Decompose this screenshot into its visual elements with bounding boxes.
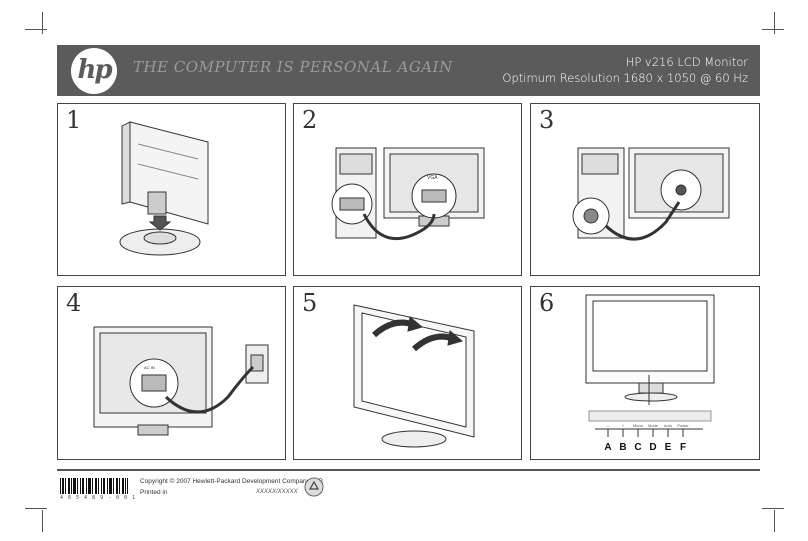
resolution-text: Optimum Resolution 1680 x 1050 @ 60 Hz (502, 71, 748, 85)
crop-mark (762, 508, 784, 509)
button-caption: Auto (664, 423, 673, 428)
crop-mark (762, 29, 784, 30)
printed-in-text: Printed in (140, 489, 168, 496)
crop-mark (42, 12, 43, 34)
title-block: HP v216 LCD Monitor Optimum Resolution 1… (502, 54, 748, 86)
vga-port-label: VGA (427, 175, 438, 181)
crop-mark (42, 510, 43, 532)
button-letter: A (604, 442, 611, 453)
product-title: HP v216 LCD Monitor (625, 55, 748, 69)
button-letter: B (619, 442, 626, 453)
step-number: 4 (66, 289, 82, 317)
copyright-text: Copyright © 2007 Hewlett-Packard Develop… (140, 478, 324, 485)
button-letter: F (680, 442, 686, 453)
button-letter: E (665, 442, 672, 453)
step-number: 5 (302, 289, 318, 317)
monitor-base-illustration (119, 121, 209, 256)
step-panel-4: 4 AC IN (57, 286, 286, 460)
step-panel-1: 1 (57, 103, 286, 276)
crop-mark (774, 510, 775, 532)
button-caption: Menu (633, 423, 643, 428)
hp-logo: hp (71, 48, 117, 94)
step-number: 6 (539, 289, 555, 317)
footer-divider (57, 469, 760, 471)
vga-cable-illustration: VGA (331, 147, 485, 241)
ac-in-label: AC IN (144, 365, 155, 370)
audio-cable-illustration (572, 147, 730, 241)
step-number: 2 (302, 106, 318, 134)
button-caption: — (606, 423, 610, 428)
button-caption: Power (677, 423, 689, 428)
step-panel-2: 2 VGA (293, 103, 522, 276)
printed-place-text: XXXXX/XXXXX (256, 489, 298, 495)
power-cable-illustration: AC IN (93, 326, 269, 436)
step-number: 3 (539, 106, 555, 134)
button-caption: Mode (648, 423, 659, 428)
crop-mark (774, 12, 775, 34)
step-number: 1 (66, 106, 82, 134)
tilt-monitor-illustration (353, 304, 475, 448)
step-panel-3: 3 (530, 103, 760, 276)
crop-mark (25, 508, 47, 509)
button-caption: + (622, 423, 625, 428)
recycle-icon (304, 477, 324, 497)
front-controls-illustration: — + Menu Mode Auto Power A B C D E F (585, 294, 715, 453)
header-banner: hp THE COMPUTER IS PERSONAL AGAIN HP v21… (57, 45, 760, 96)
barcode (60, 478, 128, 494)
button-letter: D (649, 442, 656, 453)
step-panel-5: 5 (293, 286, 522, 460)
tagline: THE COMPUTER IS PERSONAL AGAIN (133, 58, 453, 76)
barcode-number: 4 6 5 4 8 9 - 0 0 1 (60, 495, 137, 501)
crop-mark (25, 29, 47, 30)
step-panel-6: 6 — + Menu Mode Auto Power A B (530, 286, 760, 460)
button-letter: C (634, 442, 641, 453)
